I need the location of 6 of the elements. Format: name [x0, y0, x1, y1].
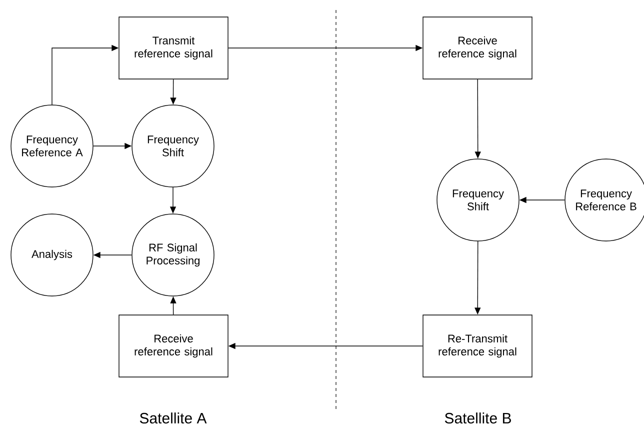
satellite-label: Satellite B [444, 412, 511, 424]
satellite-label: Satellite A [140, 412, 207, 424]
process-box: Receive reference signal [118, 314, 228, 378]
process-box: Transmit reference signal [118, 16, 228, 80]
process-box: Re-Transmit reference signal [422, 314, 532, 378]
process-box: Receive reference signal [422, 16, 532, 80]
